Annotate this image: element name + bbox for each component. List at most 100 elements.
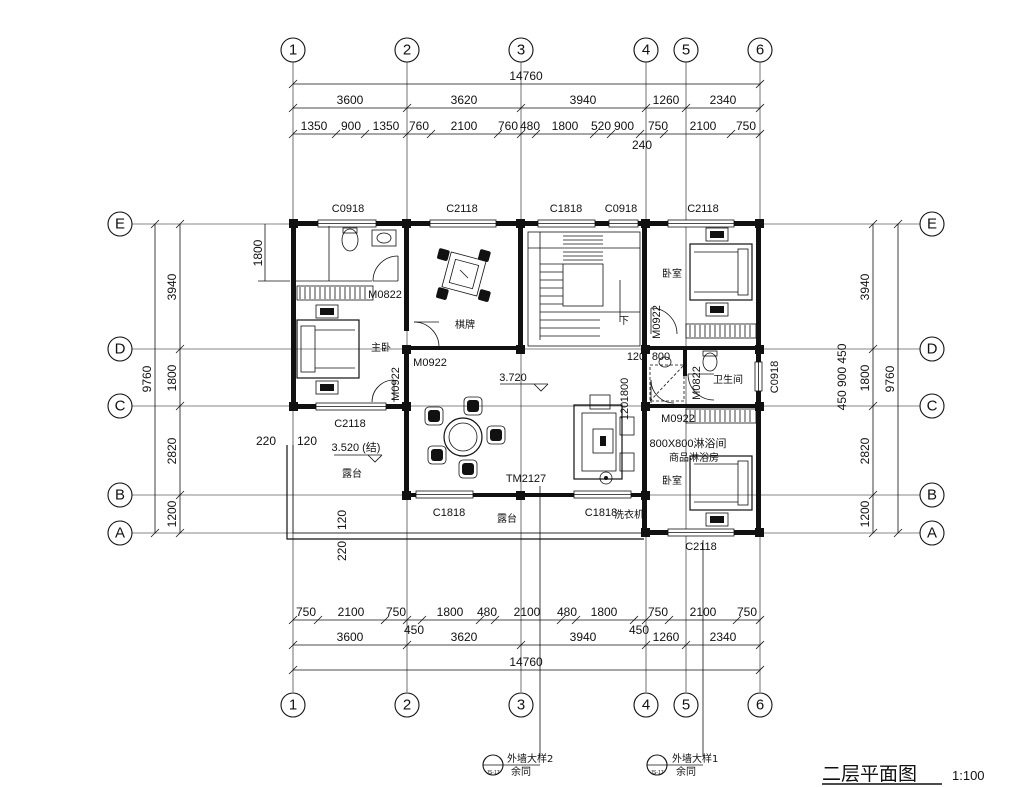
axis-label: 3 bbox=[517, 42, 525, 59]
dim-text: 760 bbox=[498, 119, 518, 133]
dim-text: 1800 bbox=[251, 239, 265, 266]
axis-label: E bbox=[115, 216, 125, 233]
dim-text: 450 bbox=[629, 623, 649, 637]
dim-text: 750 bbox=[296, 605, 316, 619]
detail-callout-2: JS-17 外墙大样1 余同 bbox=[646, 540, 718, 778]
dim-text: 3620 bbox=[451, 93, 478, 107]
dim-text: 2100 bbox=[451, 119, 478, 133]
axis-label: 2 bbox=[403, 697, 411, 714]
dim-text: 1260 bbox=[653, 93, 680, 107]
dimensions-top: 14760 3600 3620 3940 1260 2340 1350 900 … bbox=[288, 69, 765, 152]
dim-text: 220 bbox=[335, 541, 349, 561]
room-label-terrace: 露台 bbox=[342, 467, 362, 480]
elevation-label: 3.720 bbox=[499, 372, 527, 384]
door-label: M0922 bbox=[661, 413, 695, 425]
axis-label: A bbox=[115, 525, 125, 542]
axis-label: B bbox=[115, 487, 125, 504]
door-label: M0922 bbox=[413, 357, 447, 369]
master-bath-fixtures bbox=[296, 226, 397, 282]
room-label-chess: 棋牌 bbox=[455, 318, 475, 331]
drawing-title-block: 二层平面图 1:100 bbox=[822, 763, 985, 785]
dim-text: 480 bbox=[477, 605, 497, 619]
room-label-master: 主卧 bbox=[371, 341, 391, 354]
door-labels: M0822 M0922 M0922 M0922 M0822 M0922 bbox=[368, 289, 703, 425]
elevation-markers: 3.720 3.520 (结) bbox=[332, 372, 549, 463]
room-label-bedroom: 卧室 bbox=[662, 474, 682, 487]
dim-text: 480 bbox=[520, 119, 540, 133]
axis-label: C bbox=[927, 398, 938, 415]
dim-text: 3600 bbox=[337, 93, 364, 107]
axis-label: D bbox=[115, 341, 126, 358]
dim-text: 900 bbox=[614, 119, 634, 133]
window-label: C1818 bbox=[433, 507, 465, 519]
dim-text: 800 bbox=[652, 351, 670, 363]
drawing-scale: 1:100 bbox=[952, 768, 985, 783]
bathroom-right: 120 800 1800 120 卫生间 bbox=[619, 350, 743, 420]
axis-bubbles-left: E D C B A bbox=[107, 211, 133, 546]
bedroom-bottom-furniture: 800X800淋浴间 商品淋浴房 卧室 bbox=[649, 408, 757, 527]
dim-text: 3940 bbox=[570, 630, 597, 644]
dim-text: 1800 bbox=[591, 605, 618, 619]
dim-text: 2100 bbox=[338, 605, 365, 619]
room-label-bedroom: 卧室 bbox=[662, 267, 682, 280]
dim-text: 450 900 450 bbox=[835, 343, 849, 410]
dim-text: 14760 bbox=[509, 69, 543, 83]
dim-text: 2820 bbox=[165, 437, 179, 464]
dim-text: 3600 bbox=[337, 630, 364, 644]
callout-label: 外墙大样2 bbox=[507, 752, 553, 765]
dim-text: 450 bbox=[404, 623, 424, 637]
detail-callout-1: JS-17 外墙大样2 余同 bbox=[482, 486, 553, 778]
axis-label: 1 bbox=[289, 697, 297, 714]
dim-text: 2340 bbox=[710, 93, 737, 107]
dim-text: 1350 bbox=[373, 119, 400, 133]
dim-text: 3940 bbox=[570, 93, 597, 107]
dim-text: 1800 bbox=[165, 364, 179, 391]
axis-label: D bbox=[927, 341, 938, 358]
doors bbox=[371, 255, 715, 404]
window-label: C1818 bbox=[585, 507, 617, 519]
dimensions-left: 9760 3940 1800 2820 1200 1800 220 120 12… bbox=[140, 219, 349, 561]
axis-label: 4 bbox=[642, 42, 650, 59]
axis-label: 6 bbox=[756, 42, 764, 59]
shower-label: 800X800淋浴间 bbox=[649, 437, 726, 450]
dim-text: 1260 bbox=[653, 630, 680, 644]
room-label-terrace: 露台 bbox=[497, 512, 517, 525]
dim-text: 480 bbox=[557, 605, 577, 619]
window-label: C0918 bbox=[769, 361, 781, 393]
axis-label: 5 bbox=[682, 42, 690, 59]
dim-text: 750 bbox=[648, 605, 668, 619]
window-label: C0918 bbox=[332, 203, 364, 215]
window-label: C2118 bbox=[446, 203, 478, 215]
terrace-railing bbox=[286, 445, 644, 540]
window-label: C2118 bbox=[687, 203, 719, 215]
elevation-label: 3.520 (结) bbox=[332, 441, 381, 454]
dim-text: 2820 bbox=[858, 437, 872, 464]
door-label: M0822 bbox=[691, 366, 703, 400]
dim-text: 1800 bbox=[858, 364, 872, 391]
dim-text: 9760 bbox=[140, 365, 154, 392]
dim-text: 2340 bbox=[710, 630, 737, 644]
room-label-bath: 卫生间 bbox=[713, 373, 743, 386]
window-label: TM2127 bbox=[506, 473, 546, 485]
dim-text: 120 bbox=[619, 402, 631, 420]
dimensions-right: 3940 1800 2820 1200 9760 450 900 450 bbox=[835, 219, 903, 538]
dim-text: 120 bbox=[335, 510, 349, 530]
dim-text: 1800 bbox=[552, 119, 579, 133]
bedroom-top-furniture: 卧室 bbox=[662, 227, 757, 339]
dim-text: 1800 bbox=[437, 605, 464, 619]
stair-down-label: 下 bbox=[619, 316, 629, 327]
axis-bubbles-right: E D C B A bbox=[919, 211, 945, 546]
callout-note: 余同 bbox=[676, 765, 696, 778]
drawing-title: 二层平面图 bbox=[822, 763, 917, 785]
dim-text: 14760 bbox=[509, 655, 543, 669]
dim-text: 2100 bbox=[514, 605, 541, 619]
axis-label: E bbox=[927, 216, 937, 233]
dim-text: 750 bbox=[737, 605, 757, 619]
window-label: C2118 bbox=[334, 418, 366, 430]
window-label: C1818 bbox=[550, 203, 582, 215]
round-table-set bbox=[424, 396, 506, 479]
door-label: M0922 bbox=[390, 367, 402, 401]
dim-text: 3620 bbox=[451, 630, 478, 644]
